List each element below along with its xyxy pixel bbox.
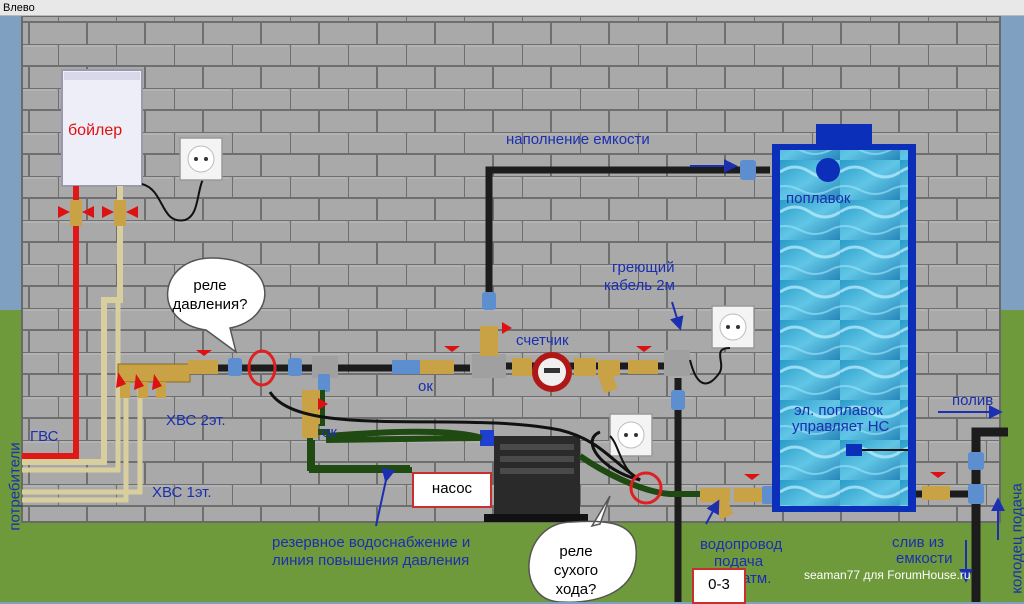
float-icon bbox=[816, 158, 840, 182]
label-heating-cable-2: кабель 2м bbox=[604, 277, 675, 294]
tank-icon bbox=[772, 124, 916, 512]
label-hvs1: ХВС 1эт. bbox=[152, 484, 212, 501]
pump-label-box: насос bbox=[412, 472, 492, 508]
pump-icon bbox=[480, 430, 588, 522]
bubble-dry-line-3: хода? bbox=[526, 580, 626, 599]
window-title: Влево bbox=[0, 0, 1024, 16]
label-ok-2: ок bbox=[322, 424, 337, 441]
label-heating-cable-1: греющий bbox=[612, 259, 675, 276]
label-boiler: бойлер bbox=[68, 122, 122, 139]
socket-icon bbox=[610, 414, 652, 456]
water-meter-icon bbox=[532, 352, 572, 392]
socket-icon bbox=[180, 138, 222, 180]
label-well-feed: колодец подача bbox=[1009, 474, 1024, 604]
watermark: seaman77 для ForumHouse.ru bbox=[804, 568, 971, 582]
label-el-float-2: управляет НС bbox=[792, 418, 889, 435]
label-consumers: потребители bbox=[7, 432, 24, 542]
label-counter: счетчик bbox=[516, 332, 569, 349]
label-ok-1: ок bbox=[418, 378, 433, 395]
label-gvs: ГВС bbox=[30, 428, 58, 445]
label-reserve-1: резервное водоснабжение и bbox=[272, 534, 470, 551]
label-fill-tank: наполнение емкости bbox=[506, 131, 650, 148]
label-float: поплавок bbox=[786, 190, 850, 207]
label-el-float-1: эл. поплавок bbox=[794, 402, 883, 419]
bubble-dry-line-2: сухого bbox=[526, 561, 626, 580]
label-drain-1: слив из bbox=[892, 534, 944, 551]
label-water-supply-1: водопровод bbox=[700, 536, 782, 553]
label-water-supply-3: атм. bbox=[742, 570, 771, 587]
bubble-pressure-line-1: реле bbox=[160, 276, 260, 295]
label-drain-2: емкости bbox=[896, 550, 952, 567]
label-watering: полив bbox=[952, 392, 993, 409]
socket-icon bbox=[712, 306, 754, 348]
pressure-range-box: 0-3 bbox=[692, 568, 746, 604]
label-hvs2: ХВС 2эт. bbox=[166, 412, 226, 429]
bubble-pressure-line-2: давления? bbox=[160, 295, 260, 314]
label-reserve-2: линия повышения давления bbox=[272, 552, 469, 569]
bubble-dry-line-1: реле bbox=[526, 542, 626, 561]
